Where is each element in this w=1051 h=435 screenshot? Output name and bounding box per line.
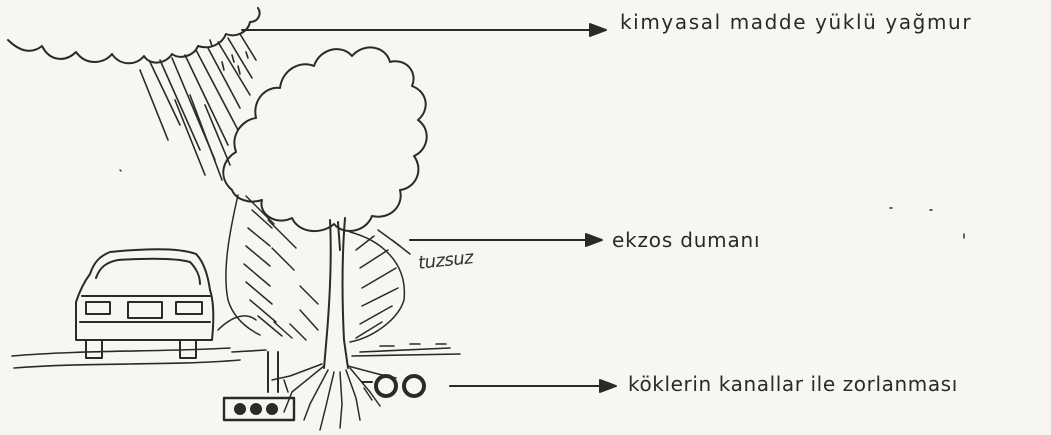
tree-roots (271, 363, 397, 431)
arrow-rain (241, 23, 607, 37)
tree-canopy (222, 46, 428, 233)
cloud-icon (7, 7, 261, 65)
label-rain: kimyasal madde yüklü yağmur (620, 10, 973, 34)
car-icon (75, 248, 215, 359)
label-roots: köklerin kanallar ile zorlanması (628, 372, 958, 396)
underground-pipes (222, 351, 426, 422)
tree-trunk (323, 217, 349, 369)
arrow-exhaust (409, 233, 603, 247)
ground-line (11, 343, 461, 369)
specks (119, 169, 965, 239)
rain-streaks (139, 33, 257, 181)
exhaust-smoke (217, 194, 411, 343)
arrow-roots (449, 379, 617, 393)
label-exhaust: ekzos dumanı (612, 228, 761, 252)
